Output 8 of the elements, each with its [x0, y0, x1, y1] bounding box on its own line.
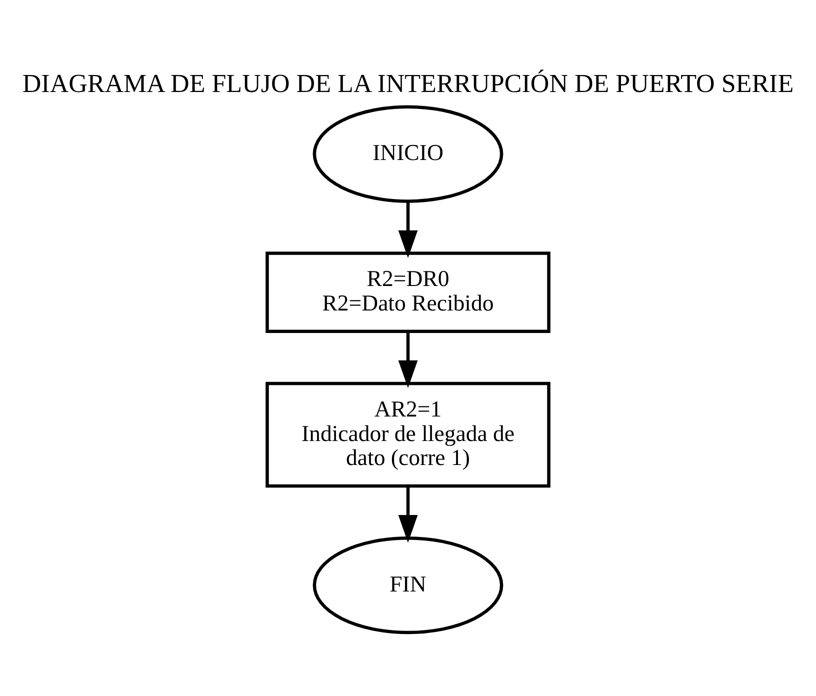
node-ellipse: INICIO — [312, 104, 504, 202]
arrow — [398, 332, 418, 388]
node-box: R2=DR0 R2=Dato Recibido — [266, 251, 550, 333]
node-box: AR2=1 Indicador de llegada de dato (corre 1) — [266, 381, 550, 488]
arrow — [398, 200, 418, 258]
node-ellipse: FIN — [312, 536, 504, 634]
arrow — [398, 486, 418, 542]
diagram-title: DIAGRAMA DE FLUJO DE LA INTERRUPCIÓN DE PUERTO SERIE — [22, 68, 794, 98]
